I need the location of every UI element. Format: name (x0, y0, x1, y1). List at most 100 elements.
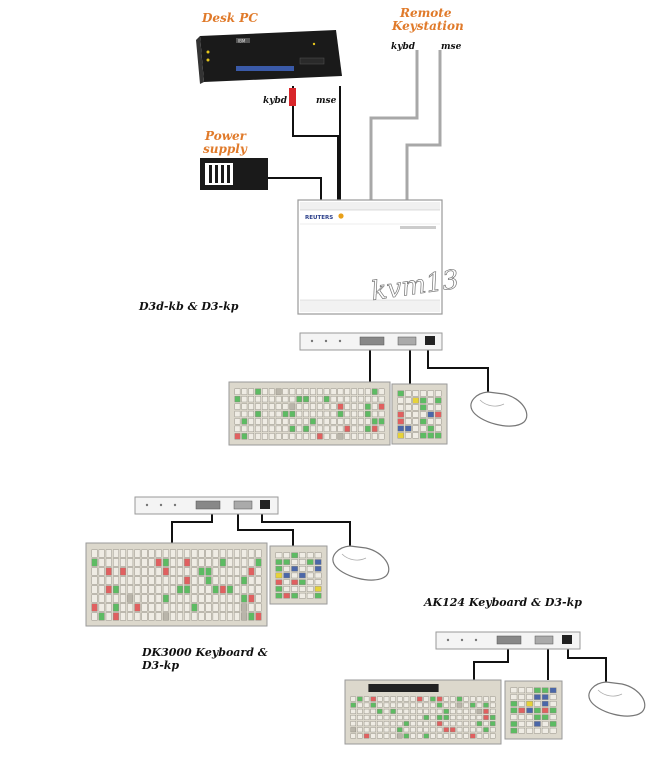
kvm-switch: REUTERS kvm13 (297, 199, 461, 315)
key (420, 432, 427, 439)
key (219, 603, 226, 612)
power-supply-label-1: Power (204, 129, 248, 143)
key (427, 418, 434, 425)
key (403, 721, 410, 727)
key (443, 696, 449, 702)
key (358, 403, 364, 410)
key (134, 585, 141, 594)
key (268, 425, 275, 432)
key (120, 549, 127, 558)
key (234, 567, 241, 576)
key (162, 549, 169, 558)
hub3-kb-cable (473, 648, 509, 680)
key (296, 425, 303, 432)
key (191, 603, 198, 612)
key (534, 707, 541, 714)
key (456, 708, 463, 714)
key (450, 727, 456, 733)
key (363, 727, 370, 733)
key (184, 558, 191, 567)
key (430, 727, 436, 733)
key (410, 696, 416, 702)
key (397, 727, 403, 733)
key (148, 576, 155, 585)
key (169, 558, 176, 567)
key (317, 403, 323, 410)
key (397, 715, 403, 720)
key (350, 696, 356, 702)
key (241, 410, 248, 418)
key (423, 696, 429, 702)
key (337, 418, 344, 425)
key (91, 549, 98, 558)
key (427, 432, 434, 439)
key (463, 733, 469, 739)
key (534, 727, 541, 734)
key (463, 696, 469, 702)
key (549, 687, 557, 694)
key (410, 733, 416, 739)
key (549, 721, 557, 727)
key (378, 410, 385, 418)
key (350, 727, 356, 733)
key (397, 404, 404, 411)
key (456, 715, 463, 720)
key (435, 390, 442, 397)
key (541, 721, 549, 727)
key (127, 585, 134, 594)
key (303, 418, 309, 425)
key (456, 727, 463, 733)
key (255, 603, 262, 612)
key (262, 388, 268, 395)
key (283, 552, 291, 559)
key (383, 727, 390, 733)
config-dk3000-label-1: DK3000 Keyboard & (141, 646, 268, 659)
key (383, 708, 390, 714)
key (275, 410, 282, 418)
key (436, 721, 443, 727)
key (120, 567, 127, 576)
key (370, 727, 376, 733)
key (303, 403, 309, 410)
key (105, 594, 112, 603)
key (112, 612, 119, 621)
key (262, 433, 268, 440)
key (282, 410, 289, 418)
key (98, 549, 105, 558)
key (248, 603, 255, 612)
key (397, 733, 403, 739)
key (184, 549, 191, 558)
key (344, 433, 351, 440)
key (377, 696, 383, 702)
key (262, 425, 268, 432)
key (317, 433, 323, 440)
key (289, 410, 296, 418)
key (155, 612, 162, 621)
key (162, 585, 169, 594)
key (337, 433, 344, 440)
key (127, 612, 134, 621)
key (212, 558, 219, 567)
key (268, 418, 275, 425)
key (483, 715, 489, 720)
power-cable (268, 177, 322, 200)
key (134, 558, 141, 567)
key (463, 702, 469, 708)
key (323, 425, 330, 432)
key (198, 603, 205, 612)
key (91, 567, 98, 576)
key (248, 418, 255, 425)
key (155, 558, 162, 567)
key (470, 715, 476, 720)
key (365, 396, 371, 403)
key (241, 425, 248, 432)
key (155, 585, 162, 594)
key (219, 549, 226, 558)
key (358, 388, 364, 395)
key (234, 585, 241, 594)
key (255, 549, 262, 558)
key (303, 433, 309, 440)
keyboard-dk3000 (85, 542, 268, 627)
key (397, 708, 403, 714)
key (330, 403, 337, 410)
